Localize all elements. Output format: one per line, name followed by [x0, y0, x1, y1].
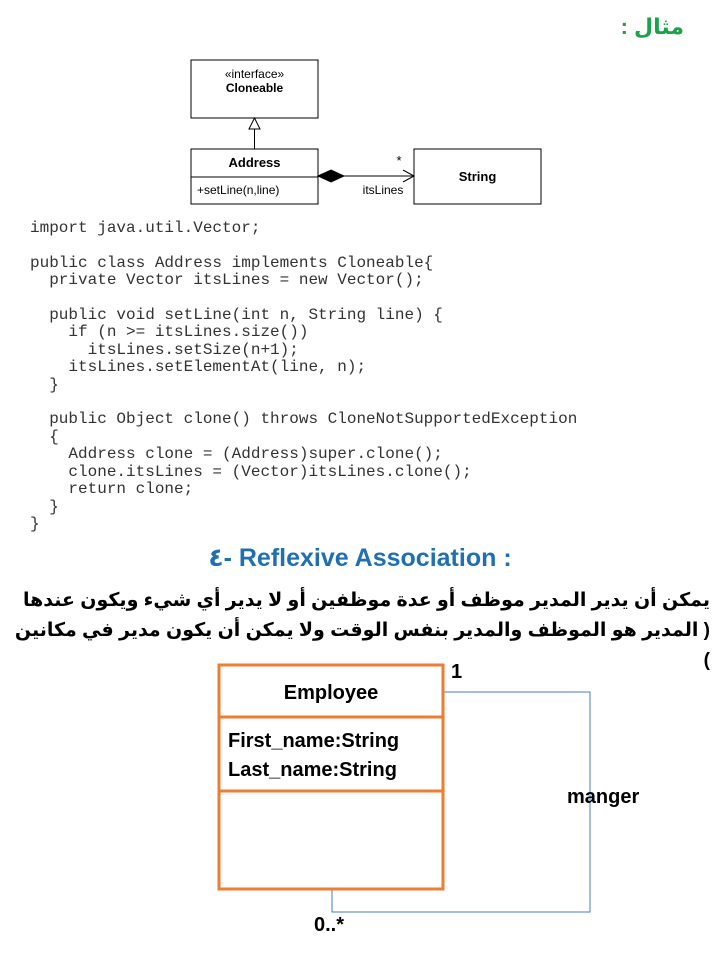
interface-name: Cloneable — [226, 81, 284, 95]
association-role-label: manger — [567, 786, 639, 808]
employee-attribute-last-name: Last_name:String — [228, 759, 397, 781]
java-code-block: import java.util.Vector; public class Ad… — [30, 219, 578, 533]
code-line: { — [30, 427, 59, 446]
code-line: } — [30, 514, 40, 533]
association-arrowhead — [402, 169, 416, 183]
string-class-box — [413, 148, 542, 205]
employee-attribute-first-name: First_name:String — [228, 730, 399, 752]
code-line: clone.itsLines = (Vector)itsLines.clone(… — [30, 462, 472, 481]
code-line: Address clone = (Address)super.clone(); — [30, 445, 443, 464]
employee-diagram: Employee First_name:String Last_name:Str… — [217, 661, 639, 936]
code-line: public void setLine(int n, String line) … — [30, 306, 443, 325]
code-line: public class Address implements Cloneabl… — [30, 253, 434, 272]
code-line: itsLines.setElementAt(line, n); — [30, 358, 367, 377]
generalization-arrowhead — [248, 116, 261, 130]
code-line: } — [30, 375, 59, 394]
arabic-description: يمكن أن يدير المدير موظف أو عدة موظفين أ… — [14, 590, 710, 671]
code-line: } — [30, 497, 59, 516]
interface-stereotype: «interface» — [225, 67, 285, 81]
association-multiplicity: * — [396, 153, 401, 168]
example-title: مثال : — [620, 14, 684, 39]
code-line: import java.util.Vector; — [30, 219, 261, 237]
code-line: public Object clone() throws CloneNotSup… — [30, 410, 578, 429]
composition-diamond — [316, 169, 346, 183]
section-title: ٤- Reflexive Association : — [208, 544, 512, 572]
employee-class-name: Employee — [284, 682, 378, 704]
employee-class-box — [217, 663, 445, 891]
interface-box — [190, 59, 319, 119]
association-role: itsLines — [363, 183, 404, 197]
string-class-name: String — [459, 169, 497, 184]
class-diagram: «interface» Cloneable Address +setLine(n… — [190, 59, 542, 205]
multiplicity-bottom: 0..* — [314, 914, 344, 936]
multiplicity-top: 1 — [451, 661, 462, 683]
reflexive-association-line — [331, 691, 591, 913]
code-line: itsLines.setSize(n+1); — [30, 340, 299, 359]
code-line: private Vector itsLines = new Vector(); — [30, 271, 424, 290]
address-operation: +setLine(n,line) — [197, 183, 279, 197]
code-line: if (n >= itsLines.size()) — [30, 323, 309, 342]
code-line: return clone; — [30, 480, 194, 499]
address-class-name: Address — [228, 155, 280, 170]
